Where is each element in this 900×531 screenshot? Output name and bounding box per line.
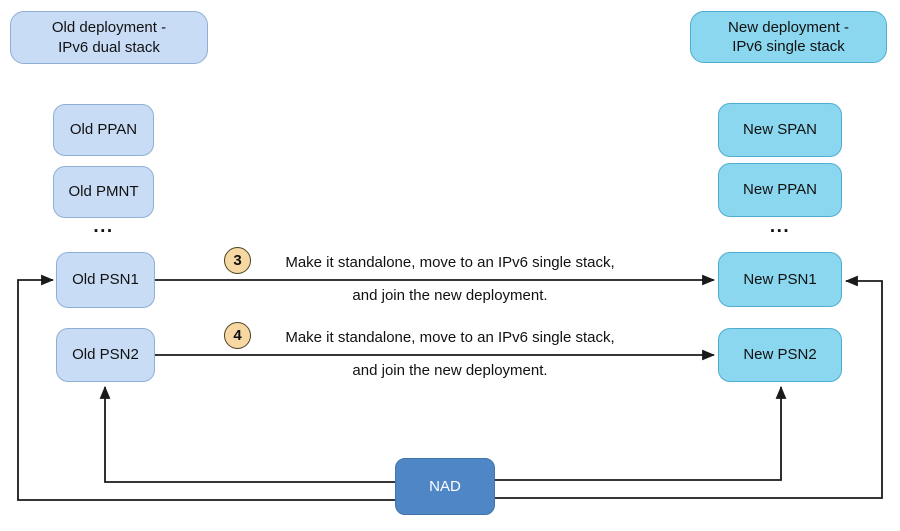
step-4-text-line2: and join the new deployment. — [352, 362, 548, 379]
node-old-psn1-label: Old PSN1 — [72, 271, 139, 289]
node-new-ppan-label: New PPAN — [743, 181, 817, 199]
node-new-psn2-label: New PSN2 — [743, 346, 817, 364]
node-nad: NAD — [395, 458, 495, 515]
arrow-nad-to-old-psn2 — [99, 385, 396, 483]
node-new-psn1-label: New PSN1 — [743, 270, 817, 288]
node-new-span-label: New SPAN — [743, 121, 817, 139]
node-old-ppan: Old PPAN — [53, 104, 154, 156]
arrow-nad-to-new-psn1 — [494, 275, 883, 499]
node-old-ppan-label: Old PPAN — [69, 121, 138, 139]
step-4-text-line1: Make it standalone, move to an IPv6 sing… — [285, 329, 615, 346]
new-deployment-title: New deployment - IPv6 single stack — [690, 11, 887, 63]
node-old-psn1: Old PSN1 — [56, 252, 155, 308]
old-column-ellipsis: ... — [93, 216, 114, 237]
arrow-nad-to-old-psn1 — [17, 274, 396, 501]
step-3-text-line1: Make it standalone, move to an IPv6 sing… — [285, 254, 615, 271]
old-deployment-title: Old deployment - IPv6 dual stack — [10, 11, 208, 64]
old-deployment-title-line1: Old deployment - — [51, 19, 167, 36]
old-deployment-title-line2: IPv6 dual stack — [58, 38, 160, 56]
arrow-nad-to-new-psn2 — [494, 385, 787, 481]
node-old-pmnt: Old PMNT — [53, 166, 154, 218]
node-new-psn2: New PSN2 — [718, 328, 842, 382]
new-deployment-title-line2: IPv6 single stack — [732, 38, 845, 55]
node-old-pmnt-label: Old PMNT — [68, 183, 139, 201]
node-new-span: New SPAN — [718, 103, 842, 157]
node-old-psn2: Old PSN2 — [56, 328, 155, 382]
node-new-ppan: New PPAN — [718, 163, 842, 217]
step-3-badge: 3 — [224, 247, 251, 274]
step-3-text-line2: and join the new deployment. — [352, 287, 548, 304]
new-deployment-title-line1: New deployment - — [728, 18, 849, 36]
step-4-text: Make it standalone, move to an IPv6 sing… — [250, 321, 650, 387]
node-new-psn1: New PSN1 — [718, 252, 842, 307]
step-3-text: Make it standalone, move to an IPv6 sing… — [250, 246, 650, 312]
node-old-psn2-label: Old PSN2 — [72, 346, 139, 364]
new-column-ellipsis: ... — [769, 216, 791, 237]
node-nad-label: NAD — [429, 477, 461, 495]
step-4-badge: 4 — [224, 322, 251, 349]
